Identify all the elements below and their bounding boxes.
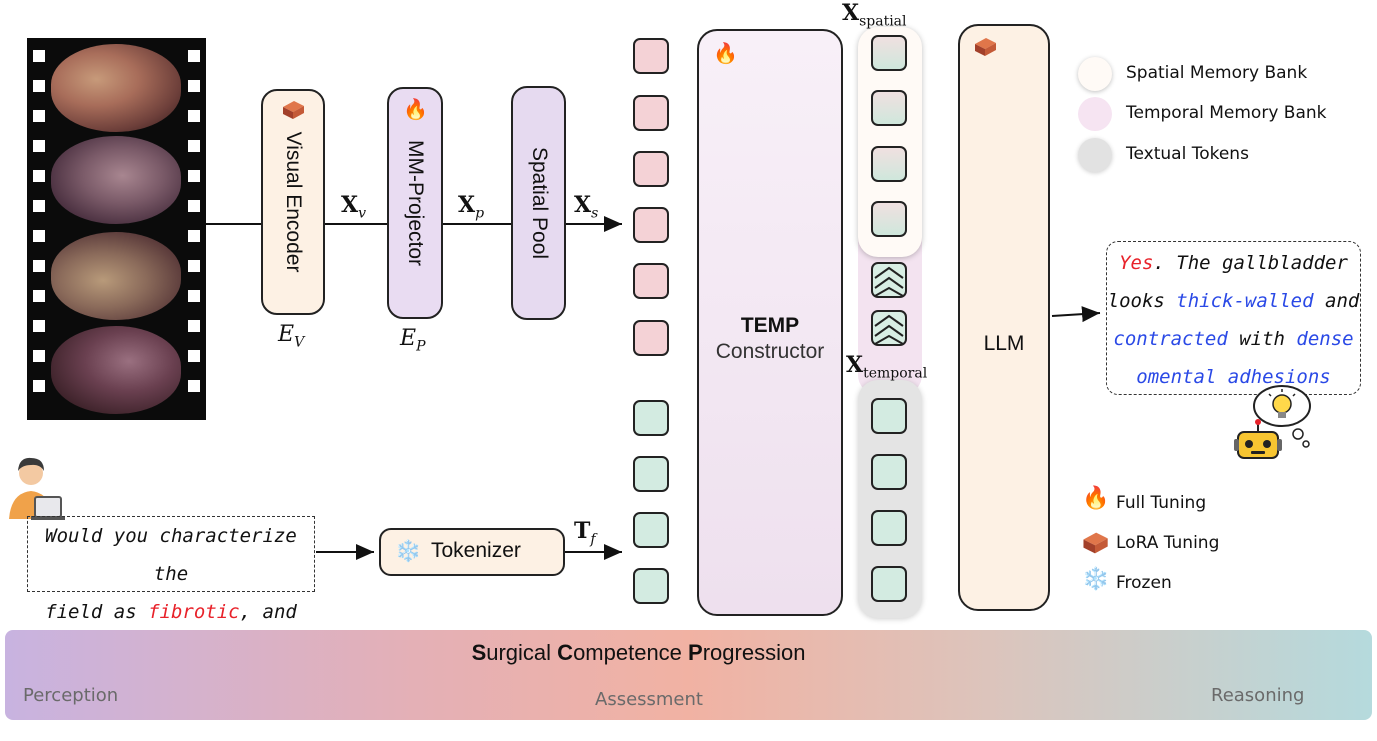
fire-icon: 🔥 [403, 97, 428, 121]
textual-token [633, 512, 669, 548]
legend-textual-label: Textual Tokens [1126, 144, 1249, 164]
textual-token [871, 398, 907, 434]
label-tf: Tf [574, 518, 596, 547]
spatial-memory-token [871, 90, 907, 126]
legend-spatial-label: Spatial Memory Bank [1126, 63, 1307, 83]
surgical-frame-4 [51, 326, 181, 414]
spatial-pool-label: Spatial Pool [527, 147, 551, 259]
snowflake-icon: ❄️ [395, 539, 421, 564]
user-question-box: Would you characterize the field as fibr… [27, 516, 315, 592]
llm-module: LLM [958, 24, 1050, 611]
legend-frozen: Frozen [1116, 573, 1172, 593]
textual-token [871, 454, 907, 490]
surgical-frame-1 [51, 44, 181, 132]
fire-icon: 🔥 [1082, 486, 1109, 511]
stage-reasoning: Reasoning [1211, 685, 1304, 706]
mm-projector-label: MM-Projector [403, 140, 427, 266]
symbol-ev: EV [278, 322, 304, 350]
stage-perception: Perception [23, 685, 118, 706]
llm-label: LLM [960, 332, 1048, 356]
spatial-token [633, 263, 669, 299]
label-xtemporal: Xtemporal [846, 352, 927, 381]
legend-full-tuning: Full Tuning [1116, 493, 1206, 513]
spatial-token [633, 95, 669, 131]
lora-brick-icon [972, 36, 998, 58]
spatial-pool-module: Spatial Pool [511, 86, 566, 320]
user-laptop-icon [7, 453, 65, 521]
textual-token [871, 510, 907, 546]
label-xs: Xs [574, 192, 598, 221]
legend-spatial-swatch [1078, 57, 1112, 91]
spatial-memory-token [871, 146, 907, 182]
llm-answer-box: Yes. The gallbladder looks thick-walled … [1106, 241, 1361, 395]
answer-line-2: looks thick-walled and [1107, 282, 1360, 320]
label-xspatial: Xspatial [842, 0, 907, 29]
surgical-frame-3 [51, 232, 181, 320]
legend-temporal-label: Temporal Memory Bank [1126, 103, 1326, 123]
label-xv: Xv [341, 192, 366, 221]
legend-lora-tuning: LoRA Tuning [1116, 533, 1219, 553]
progression-title: Surgical Competence Progression [0, 640, 1322, 666]
surgical-frame-2 [51, 136, 181, 224]
symbol-ep: EP [400, 326, 425, 354]
spatial-token [633, 320, 669, 356]
textual-token [633, 568, 669, 604]
answer-line-1: Yes. The gallbladder [1107, 244, 1360, 282]
label-xp: Xp [458, 192, 484, 221]
visual-encoder-module: Visual Encoder [261, 89, 325, 315]
video-film-strip [27, 38, 206, 420]
surgical-competence-progression-bar: Surgical Competence Progression Percepti… [5, 630, 1372, 720]
mm-projector-module: 🔥 MM-Projector [387, 87, 443, 319]
spatial-memory-token [871, 201, 907, 237]
answer-line-3: contracted with dense [1107, 320, 1360, 358]
legend-textual-swatch [1078, 138, 1112, 172]
question-line-1: Would you characterize the [28, 517, 314, 593]
legend-temporal-swatch [1078, 97, 1112, 131]
textual-token [633, 400, 669, 436]
spatial-memory-token [871, 35, 907, 71]
textual-token [633, 456, 669, 492]
temporal-memory-token [871, 262, 907, 298]
robot-thinking-icon [1232, 384, 1318, 464]
fire-icon: 🔥 [713, 41, 738, 65]
snowflake-icon: ❄️ [1082, 567, 1109, 592]
visual-encoder-label: Visual Encoder [281, 132, 305, 273]
temp-title: TEMP [699, 314, 841, 338]
lora-brick-icon [280, 99, 306, 121]
temp-subtitle: Constructor [699, 340, 841, 364]
tokenizer-module: ❄️ Tokenizer [379, 528, 565, 576]
spatial-token [633, 151, 669, 187]
temporal-memory-token [871, 310, 907, 346]
lora-brick-icon [1080, 530, 1110, 556]
temp-constructor-module: 🔥 TEMP Constructor [697, 29, 843, 616]
spatial-token [633, 207, 669, 243]
textual-token [871, 566, 907, 602]
tokenizer-label: Tokenizer [431, 539, 521, 563]
stage-assessment: Assessment [595, 689, 703, 710]
spatial-token [633, 38, 669, 74]
